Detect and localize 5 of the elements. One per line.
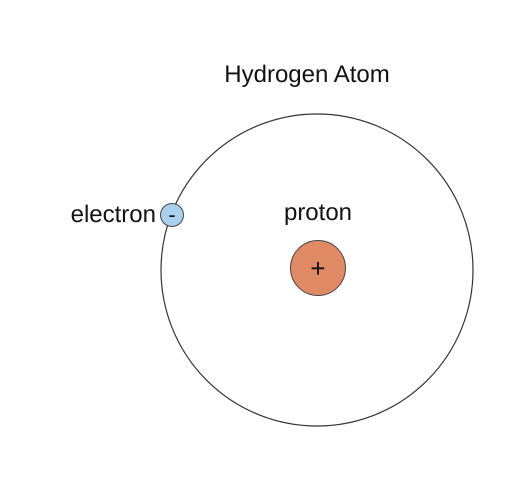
charge-sign: -	[168, 204, 176, 226]
particle-label: proton	[282, 201, 354, 225]
particle-label: electron	[70, 203, 156, 227]
diagram-title: Hydrogen Atom	[223, 63, 391, 87]
charge-sign: +	[310, 255, 326, 281]
